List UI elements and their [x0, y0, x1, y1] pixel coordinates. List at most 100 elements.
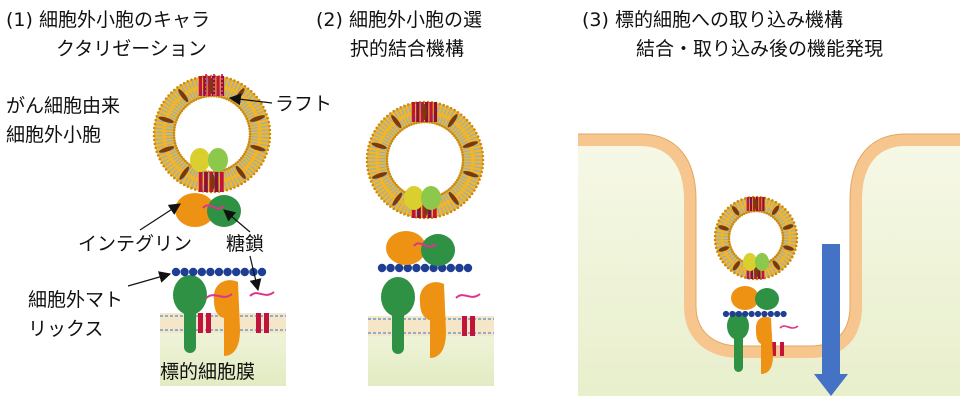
- lipid-head: [236, 160, 239, 164]
- lipid-head: [172, 131, 176, 134]
- lipid-tail: [236, 85, 242, 92]
- membrane-raft: [198, 313, 269, 333]
- lipid-head: [438, 214, 442, 218]
- lipid-head: [387, 170, 391, 173]
- lipid-head: [795, 240, 799, 244]
- lipid-head: [476, 135, 480, 138]
- ecm-bead: [403, 263, 412, 273]
- lipid-head: [190, 186, 193, 190]
- extracellular-vesicle-3: [713, 195, 799, 281]
- lipid-head: [202, 95, 205, 99]
- panel-2-title-line1: (2) 細胞外小胞の選: [316, 9, 482, 31]
- lipid-head: [179, 111, 182, 115]
- lipid-tail: [728, 208, 733, 213]
- lipid-head: [175, 146, 179, 150]
- lipid-tail: [723, 244, 729, 247]
- panel-1-title: (1) 細胞外小胞のキャラ クタリゼーション: [6, 9, 210, 60]
- lipid-tail: [238, 162, 244, 169]
- lipid-head: [369, 180, 373, 183]
- lipid-head: [369, 137, 373, 140]
- lipid-tail: [162, 105, 170, 110]
- lipid-tail: [788, 222, 794, 226]
- lipid-head: [390, 139, 394, 143]
- membrane-protein: [249, 115, 266, 122]
- lipid-head: [447, 128, 450, 132]
- lipid-head: [252, 92, 256, 96]
- lipid-head: [440, 124, 444, 128]
- membrane-protein: [178, 89, 189, 103]
- lipid-tail: [780, 262, 785, 267]
- lipid-tail: [731, 256, 736, 261]
- ecm-bead: [412, 263, 421, 273]
- lipid-tail: [458, 196, 464, 202]
- lipid-head: [377, 123, 381, 126]
- membrane-protein: [391, 115, 402, 129]
- membrane-protein: [210, 173, 215, 190]
- lipid-tail: [261, 125, 268, 128]
- lipid-head: [767, 275, 770, 279]
- panel-3-title-line1: (3) 標的細胞への取り込み機構: [582, 9, 843, 31]
- lipid-head: [451, 132, 454, 136]
- lipid-tail: [470, 179, 477, 184]
- lipid-tail: [155, 138, 163, 141]
- lipid-tail: [458, 135, 465, 140]
- lipid-head: [740, 259, 744, 263]
- lipid-head: [174, 121, 178, 124]
- raft-protein: [204, 172, 208, 192]
- ecm-beads-3: [722, 310, 787, 318]
- lipid-tail: [245, 92, 251, 98]
- lipid-head: [371, 133, 375, 137]
- lipid-tail: [195, 170, 199, 178]
- lipid-head: [781, 205, 784, 208]
- lipid-head: [440, 192, 444, 196]
- lipid-head: [479, 142, 483, 146]
- lipid-tail: [725, 223, 731, 227]
- lipid-tail: [384, 136, 391, 141]
- lipid-head: [781, 231, 784, 235]
- lipid-head: [438, 102, 442, 106]
- lipid-head: [225, 97, 228, 101]
- ecm-bead: [189, 267, 198, 277]
- lipid-tail: [778, 264, 783, 269]
- membrane-protein: [782, 224, 794, 230]
- panel-1-title-line2: クタリゼーション: [56, 38, 207, 60]
- lipid-head: [781, 239, 785, 242]
- lipid-head: [449, 106, 453, 110]
- panel-3: [578, 128, 960, 396]
- lipid-tail: [727, 220, 733, 225]
- lipid-head: [778, 224, 782, 227]
- lipid-tail: [156, 123, 164, 127]
- lipid-tail: [370, 145, 377, 149]
- lipid-head: [232, 101, 235, 105]
- lipid-head: [716, 250, 719, 253]
- lipid-head: [173, 126, 176, 129]
- lipid-tail: [165, 128, 173, 131]
- lipid-tail: [743, 207, 747, 212]
- raft-protein: [214, 172, 219, 192]
- lipid-tail: [455, 184, 462, 190]
- lipid-head: [395, 133, 398, 137]
- lipid-tail: [466, 129, 474, 135]
- lipid-head: [793, 224, 797, 228]
- lipid-head: [152, 130, 156, 134]
- lipid-head: [781, 236, 785, 240]
- lipid-head: [730, 225, 733, 228]
- lipid-head: [229, 77, 232, 81]
- lipid-head: [459, 204, 463, 207]
- lipid-head: [194, 98, 198, 101]
- lipid-tail: [764, 206, 767, 212]
- lipid-tail: [397, 110, 402, 117]
- lipid-tail: [748, 272, 751, 278]
- lipid-head: [480, 146, 484, 150]
- lipid-head: [184, 159, 187, 163]
- lipid-tail: [442, 195, 447, 202]
- lipid-tail: [781, 248, 787, 251]
- ecm-bead: [180, 267, 189, 277]
- lipid-tail: [195, 181, 199, 189]
- lipid-head: [453, 208, 456, 212]
- lipid-tail: [437, 207, 440, 215]
- lipid-head: [721, 260, 725, 264]
- lipid-tail: [372, 138, 380, 143]
- lipid-tail: [176, 102, 183, 109]
